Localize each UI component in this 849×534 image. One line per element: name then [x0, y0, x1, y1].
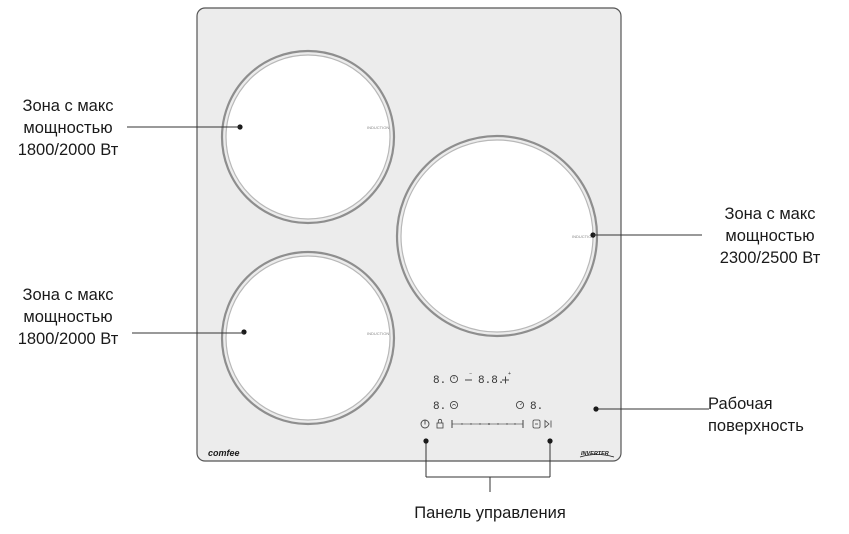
timer-icon — [449, 374, 459, 384]
cooking-zone-right: INDUCTION — [395, 134, 599, 338]
boost-icon — [532, 419, 541, 429]
plus-icon: + — [502, 371, 511, 384]
inverter-badge: INVERTER — [581, 451, 609, 457]
label-zone-top-left: Зона с макс мощностью 1800/2000 Вт — [17, 97, 119, 159]
zone-marker: INDUCTION — [367, 331, 389, 336]
zone-marker: INDUCTION — [572, 234, 594, 239]
brand-logo: comfee — [208, 448, 240, 458]
svg-text:−: − — [469, 371, 472, 377]
leader-dots — [423, 406, 599, 444]
clock-icon — [515, 400, 525, 410]
control-panel: 8. − 8.8. + 8. 8. — [420, 371, 552, 429]
label-zone-bottom-left: Зона с макс мощностью 1800/2000 Вт — [17, 286, 119, 348]
pause-icon — [544, 419, 552, 429]
label-zone-right: Зона с макс мощностью 2300/2500 Вт — [719, 205, 821, 267]
lock-icon — [436, 418, 444, 429]
display-bottom-right: 8. — [530, 401, 543, 413]
cooking-zone-bottom-left: INDUCTION — [220, 250, 396, 426]
slider-bar — [451, 420, 524, 428]
cooking-zone-top-left: INDUCTION — [220, 49, 396, 225]
display-top-mid: 8.8. — [478, 375, 504, 387]
inverter-badge-swoosh — [579, 454, 615, 458]
label-control-panel: Панель управления — [414, 504, 566, 522]
leader-lines — [127, 126, 709, 492]
svg-text:+: + — [508, 371, 511, 377]
zone-marker: INDUCTION — [367, 125, 389, 130]
display-top-left: 8. — [433, 375, 446, 387]
keep-warm-icon — [449, 400, 459, 410]
display-bottom-left: 8. — [433, 401, 446, 413]
power-icon — [420, 419, 430, 429]
label-work-surface: Рабочая поверхность — [708, 395, 804, 435]
minus-icon: − — [465, 371, 472, 381]
zone-dot — [241, 329, 247, 335]
